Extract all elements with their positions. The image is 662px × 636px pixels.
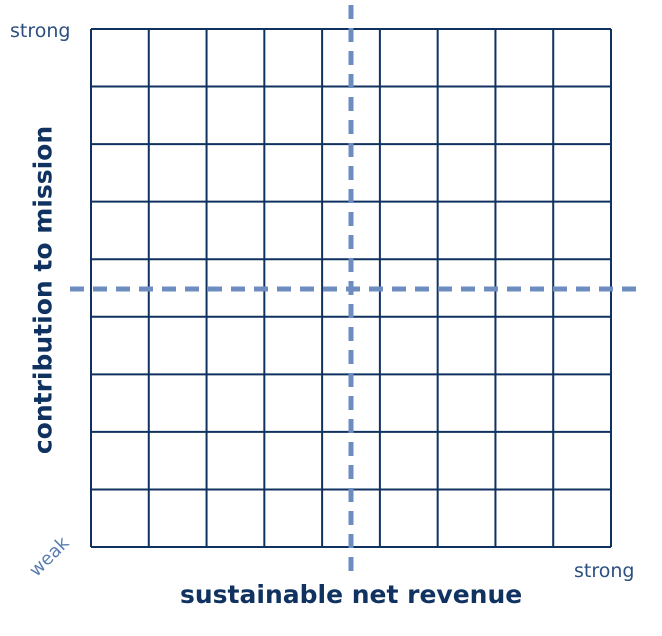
- x-axis-high-label: strong: [574, 560, 635, 582]
- y-axis-high-label: strong: [10, 20, 71, 42]
- x-axis-title: sustainable net revenue: [180, 580, 523, 609]
- y-axis-title: contribution to mission: [28, 125, 58, 455]
